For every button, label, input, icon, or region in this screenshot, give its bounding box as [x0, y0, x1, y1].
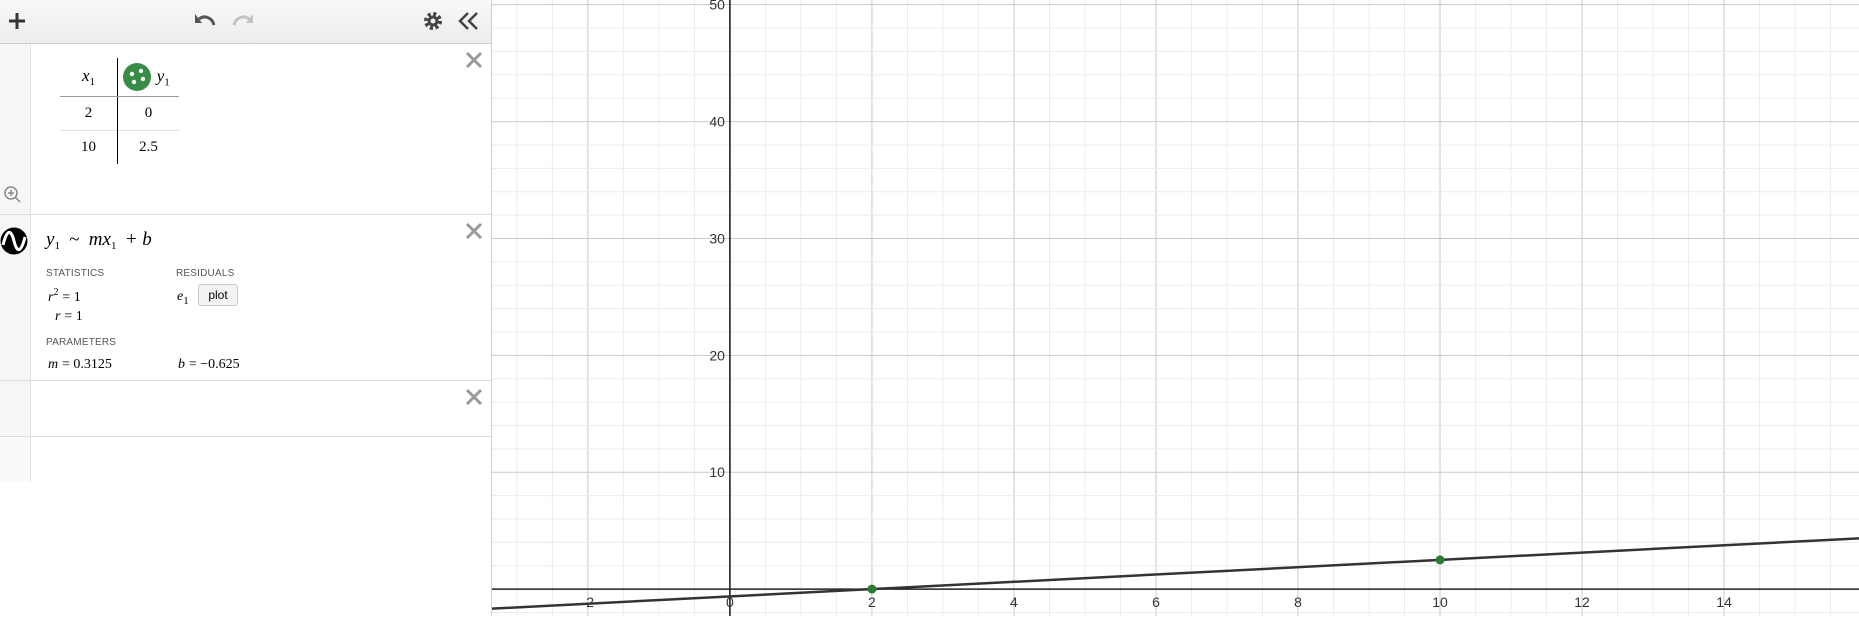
close-icon — [465, 51, 483, 69]
param-b: b = −0.625 — [178, 357, 240, 372]
table-expression[interactable] — [0, 44, 491, 215]
add-expression-button[interactable] — [3, 8, 31, 34]
r-value: r = 1 — [55, 309, 83, 324]
plus-icon — [9, 13, 25, 29]
expression-gutter — [0, 437, 31, 482]
y-tick-label: 10 — [709, 464, 725, 480]
x-tick-label: 14 — [1716, 594, 1732, 610]
delete-expression-button[interactable] — [463, 386, 485, 408]
redo-button[interactable] — [228, 8, 256, 34]
expression-panel: x1 y1 2 0 10 2.5 — [0, 0, 492, 616]
table-cell[interactable]: 2 — [60, 96, 118, 131]
data-point — [1435, 555, 1445, 565]
data-table: x1 y1 2 0 10 2.5 — [60, 58, 179, 164]
delete-expression-button[interactable] — [463, 220, 485, 242]
table-header-x[interactable]: x1 — [60, 58, 118, 97]
r-squared-value: r2 = 1 — [48, 287, 81, 305]
x-tick-label: 10 — [1432, 594, 1448, 610]
close-icon — [465, 388, 483, 406]
residual-variable: e1 — [177, 289, 189, 307]
table-row: 2 0 — [60, 96, 179, 131]
x-tick-label: -2 — [582, 594, 595, 610]
new-expression-slot[interactable] — [0, 437, 491, 482]
parameters-label: PARAMETERS — [46, 337, 117, 348]
x-tick-label: 0 — [726, 594, 734, 610]
redo-icon — [232, 14, 253, 26]
table-row: 10 2.5 — [60, 130, 179, 164]
point-style-icon[interactable] — [122, 62, 152, 92]
param-m: m = 0.3125 — [48, 357, 112, 372]
table-cell[interactable]: 0 — [117, 96, 179, 131]
gear-icon — [424, 12, 442, 30]
x-tick-label: 12 — [1574, 594, 1590, 610]
data-point — [867, 584, 877, 594]
close-icon — [465, 222, 483, 240]
plot-residuals-button[interactable]: plot — [198, 284, 238, 306]
empty-expression[interactable] — [0, 381, 491, 437]
regression-line — [491, 537, 1859, 610]
y-tick-label: 50 — [709, 0, 725, 13]
x-tick-label: 4 — [1010, 594, 1018, 610]
undo-button[interactable] — [192, 8, 220, 34]
y-tick-label: 40 — [709, 114, 725, 130]
x-tick-label: 6 — [1152, 594, 1160, 610]
y-tick-label: 20 — [709, 347, 725, 363]
statistics-label: STATISTICS — [46, 268, 105, 279]
expression-gutter — [0, 215, 31, 380]
delete-expression-button[interactable] — [463, 49, 485, 71]
x-tick-label: 2 — [868, 594, 876, 610]
settings-button[interactable] — [419, 8, 447, 34]
collapse-panel-button[interactable] — [455, 8, 483, 34]
residuals-label: RESIDUALS — [176, 268, 235, 279]
toolbar — [0, 0, 491, 44]
zoom-fit-icon[interactable] — [3, 185, 23, 205]
regression-icon[interactable] — [0, 227, 28, 255]
y-tick-label: 30 — [709, 230, 725, 246]
expression-gutter — [0, 44, 31, 214]
regression-expression[interactable]: y1 ~ mx1 + b STATISTICS RESIDUALS r2 = 1… — [0, 215, 491, 381]
x-tick-label: 8 — [1294, 594, 1302, 610]
expression-gutter — [0, 381, 31, 436]
collapse-panel-icon — [458, 12, 478, 30]
table-header-y[interactable]: y1 — [117, 58, 179, 97]
regression-formula[interactable]: y1 ~ mx1 + b — [46, 229, 152, 252]
undo-icon — [195, 14, 216, 26]
table-cell[interactable]: 10 — [60, 130, 118, 164]
table-cell[interactable]: 2.5 — [117, 130, 179, 164]
graph-canvas[interactable]: -2 0 2 4 6 8 10 12 14 10 20 30 40 50 — [491, 0, 1859, 616]
graph-paper[interactable]: -2 0 2 4 6 8 10 12 14 10 20 30 40 50 — [491, 0, 1859, 616]
